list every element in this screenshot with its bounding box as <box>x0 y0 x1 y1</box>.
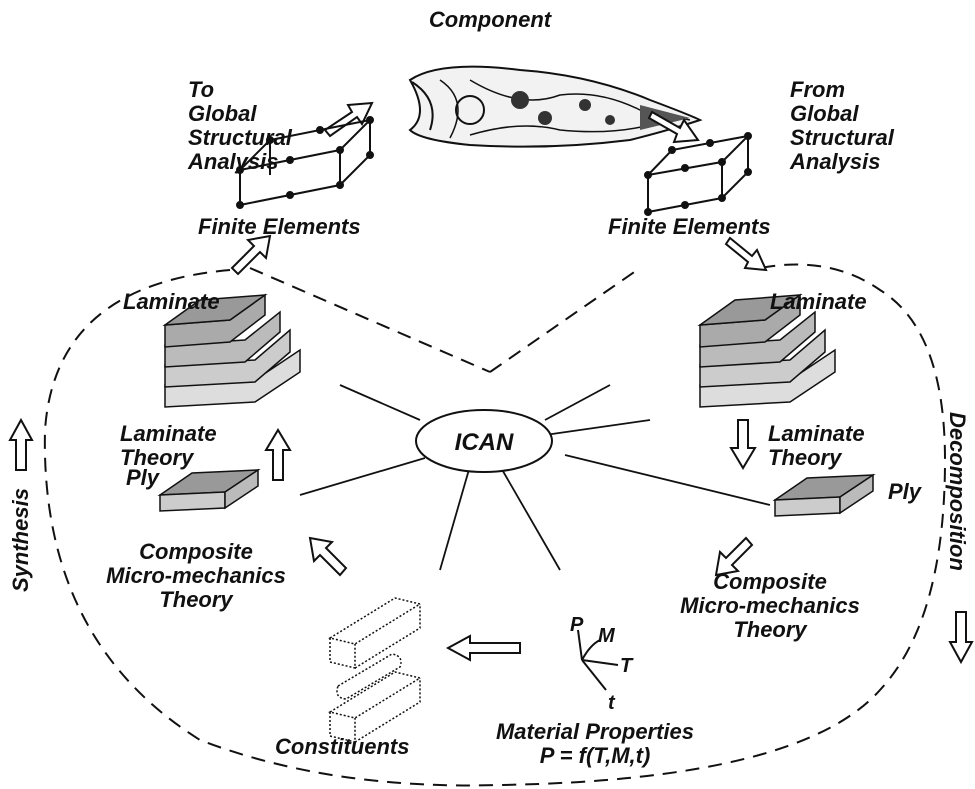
micromechanics-left-label: Composite Micro-mechanics Theory <box>96 540 296 612</box>
material-properties-title: Material Properties <box>495 719 695 744</box>
arrow-micromechanics-down <box>714 536 754 577</box>
from-global-line-2: Global <box>790 101 859 126</box>
dashed-v-right <box>489 267 641 373</box>
decomposition-label: Decomposition <box>945 412 970 571</box>
laminate-theory-left-line-1: Laminate <box>120 421 217 446</box>
dashed-v-left <box>249 267 491 373</box>
arrow-down-from-component <box>647 110 700 144</box>
from-global-line-3: Structural <box>790 125 894 150</box>
ican-ellipse <box>415 409 553 473</box>
finite-element-box-left <box>236 116 374 209</box>
micromechanics-left-line-2: Micro-mechanics <box>106 563 286 588</box>
synthesis-label: Synthesis <box>8 488 33 592</box>
material-axes-icon <box>577 629 619 691</box>
laminate-theory-right-label: Laminate Theory <box>768 422 865 470</box>
ply-right-label: Ply <box>888 479 922 504</box>
finite-element-box-right <box>644 132 752 216</box>
laminate-theory-right-line-1: Laminate <box>768 421 865 446</box>
component-title: Component <box>428 7 552 32</box>
arrow-laminate-theory-down <box>729 419 757 470</box>
micromechanics-right-line-2: Micro-mechanics <box>680 593 860 618</box>
axis-m: M <box>598 625 616 647</box>
engine-component-icon <box>408 65 703 148</box>
finite-elements-left-label: Finite Elements <box>198 214 361 239</box>
arrow-decomposition <box>948 611 974 665</box>
spokes <box>299 384 771 571</box>
laminate-stack-right <box>697 293 836 408</box>
finite-elements-right-label: Finite Elements <box>608 214 771 239</box>
constituents-label: Constituents <box>275 734 410 759</box>
material-properties-formula: P = f(T,M,t) <box>539 743 651 768</box>
ply-slab-left <box>157 468 261 512</box>
laminate-stack-left <box>162 293 301 408</box>
micromechanics-right-label: Composite Micro-mechanics Theory <box>670 570 870 642</box>
arrow-right-fe-down <box>724 236 768 272</box>
laminate-theory-left-line-2: Theory <box>120 445 194 470</box>
axis-p: P <box>570 614 584 636</box>
laminate-right-label: Laminate <box>770 289 867 314</box>
to-global-line-2: Global <box>188 101 257 126</box>
laminate-theory-right-line-2: Theory <box>768 445 842 470</box>
micromechanics-left-line-1: Composite <box>139 539 253 564</box>
arrow-synthesis <box>8 417 34 471</box>
micromechanics-right-line-3: Theory <box>733 617 807 642</box>
arrow-laminate-theory-up <box>264 428 292 481</box>
laminate-theory-left-label: Laminate Theory <box>120 422 217 470</box>
to-global-line-4: Analysis <box>188 149 279 174</box>
arrow-up-to-component <box>323 101 374 138</box>
constituents-icon <box>328 597 422 743</box>
laminate-left-label: Laminate <box>123 289 220 314</box>
ican-label: ICAN <box>455 429 514 456</box>
axis-t-upper: T <box>620 655 634 677</box>
arrow-left-fe-up <box>230 234 272 276</box>
from-global-line-1: From <box>790 77 845 102</box>
ply-left-label: Ply <box>126 465 160 490</box>
from-global-label: From Global Structural Analysis <box>790 78 894 174</box>
to-global-line-1: To <box>188 77 215 102</box>
dashed-boundary <box>43 263 947 787</box>
micromechanics-right-line-1: Composite <box>713 569 827 594</box>
micromechanics-left-line-3: Theory <box>159 587 233 612</box>
material-properties-label: Material Properties P = f(T,M,t) <box>480 720 710 768</box>
arrow-material-to-constituents <box>445 634 521 662</box>
to-global-label: To Global Structural Analysis <box>188 78 292 174</box>
from-global-line-4: Analysis <box>790 149 881 174</box>
arrow-micromechanics-up <box>308 536 348 577</box>
to-global-line-3: Structural <box>188 125 292 150</box>
ply-slab-right <box>772 473 876 517</box>
axis-t-lower: t <box>608 692 616 714</box>
